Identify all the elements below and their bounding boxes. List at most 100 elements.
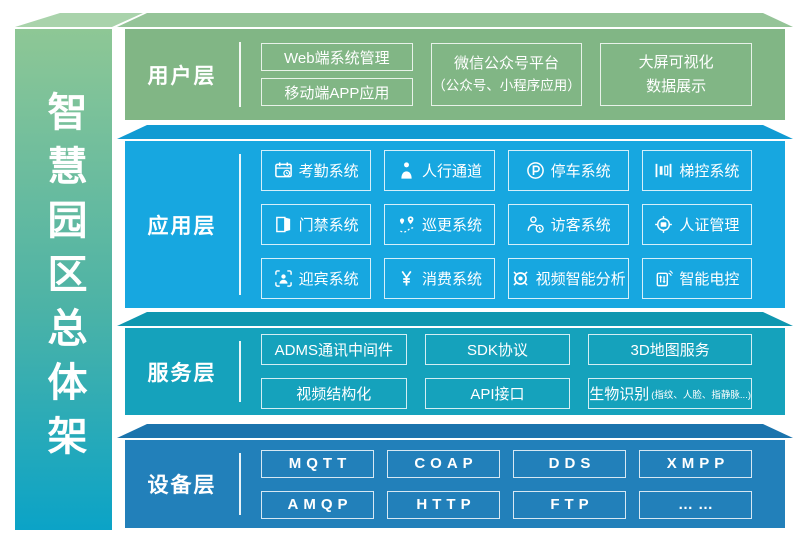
diagram-title: 智慧园区总体架 bbox=[41, 90, 86, 469]
application-system-box: 人行通道 bbox=[384, 150, 495, 191]
application-system-label: 智能电控 bbox=[679, 271, 740, 288]
service-box: API接口 bbox=[424, 378, 571, 409]
layer-divider bbox=[239, 42, 241, 107]
layer-service-face: 服务层 ADMS通讯中间件 SDK协议 3D地图服务视频结构化 API接口 生物识别(指… bbox=[125, 328, 785, 415]
application-system-box: 梯控系统 bbox=[641, 150, 752, 191]
application-system-box: 访客系统 bbox=[507, 204, 629, 245]
layer-label-device: 设备层 bbox=[147, 474, 217, 497]
service-box: 3D地图服务 bbox=[588, 334, 752, 365]
application-system-label: 停车系统 bbox=[550, 163, 611, 180]
application-system-label: 考勤系统 bbox=[298, 163, 359, 180]
layer-application-face: 应用层 考勤系统 人行通道 停车系统 梯控系统门禁系统 巡更系统 访客系统 人证管理迎宾系统… bbox=[125, 141, 785, 308]
layer-label-service: 服务层 bbox=[147, 361, 217, 385]
user-box-web-label: Web端系统管理 bbox=[284, 49, 390, 67]
protocol-box: HTTP bbox=[387, 490, 500, 519]
application-system-box: 迎宾系统 bbox=[261, 258, 372, 299]
user-box-bigscreen: 大屏可视化 数据展示 bbox=[600, 43, 752, 106]
remote-power-icon bbox=[654, 269, 674, 288]
service-box: 生物识别(指纹、人脸、指静脉...) bbox=[588, 378, 752, 409]
layer-divider bbox=[239, 341, 241, 402]
door-icon bbox=[274, 215, 293, 234]
protocol-box-label: AMQP bbox=[287, 496, 353, 513]
user-box-bigscreen-line1: 大屏可视化 bbox=[638, 54, 714, 72]
protocol-box: FTP bbox=[513, 490, 626, 519]
parking-icon bbox=[526, 161, 545, 180]
face-scan-icon bbox=[274, 269, 293, 288]
application-system-box: 消费系统 bbox=[384, 258, 495, 299]
service-box-label: ADMS通讯中间件 bbox=[274, 342, 393, 359]
application-system-label: 迎宾系统 bbox=[298, 271, 359, 288]
layer-user-face: 用户层 Web端系统管理 移动端APP应用 微信公众号平台 （公众号、小程序应用… bbox=[125, 29, 785, 120]
service-box-note: (指纹、人脸、指静脉...) bbox=[651, 389, 751, 401]
protocol-box-label: FTP bbox=[550, 496, 594, 513]
service-box-label: 生物识别 bbox=[589, 386, 650, 403]
layer-device: 设备层 MQTT COAP DDS XMPP AMQP HTTP FTP …… bbox=[117, 424, 793, 528]
user-column-web-mobile: Web端系统管理 移动端APP应用 bbox=[261, 43, 413, 106]
service-box: 视频结构化 bbox=[261, 378, 407, 409]
application-system-label: 门禁系统 bbox=[298, 217, 359, 234]
protocol-box: …… bbox=[639, 490, 752, 519]
application-system-box: 巡更系统 bbox=[384, 204, 495, 245]
service-box-label: API接口 bbox=[470, 386, 525, 403]
user-box-wechat: 微信公众号平台 （公众号、小程序应用） bbox=[430, 43, 583, 106]
protocol-box: MQTT bbox=[261, 449, 374, 478]
protocol-box: DDS bbox=[513, 449, 626, 478]
protocol-box-label: …… bbox=[678, 496, 718, 513]
application-system-box: 门禁系统 bbox=[261, 204, 372, 245]
application-system-label: 巡更系统 bbox=[421, 217, 482, 234]
application-system-label: 消费系统 bbox=[421, 271, 482, 288]
service-box-label: 3D地图服务 bbox=[630, 342, 710, 359]
layer-service: 服务层 ADMS通讯中间件 SDK协议 3D地图服务视频结构化 API接口 生物识别(指… bbox=[117, 312, 793, 415]
protocol-box-label: MQTT bbox=[288, 455, 352, 472]
device-grid: MQTT COAP DDS XMPP AMQP HTTP FTP …… bbox=[261, 449, 752, 519]
application-system-label: 梯控系统 bbox=[679, 163, 740, 180]
application-system-label: 视频智能分析 bbox=[535, 271, 626, 288]
user-box-wechat-line1: 微信公众号平台 bbox=[453, 55, 559, 73]
patrol-route-icon bbox=[397, 215, 416, 234]
layer-application: 应用层 考勤系统 人行通道 停车系统 梯控系统门禁系统 巡更系统 访客系统 人证管理迎宾系统… bbox=[117, 125, 793, 308]
application-system-box: 智能电控 bbox=[641, 258, 752, 299]
visitor-icon bbox=[526, 215, 545, 234]
layer-label-user: 用户层 bbox=[147, 64, 217, 88]
application-system-box: 停车系统 bbox=[507, 150, 629, 191]
application-system-label: 人证管理 bbox=[679, 217, 740, 234]
calendar-icon bbox=[274, 161, 293, 180]
service-box-label: SDK协议 bbox=[467, 342, 528, 359]
service-box: SDK协议 bbox=[424, 334, 571, 365]
application-system-label: 访客系统 bbox=[550, 217, 611, 234]
layer-divider bbox=[239, 453, 241, 515]
protocol-box: XMPP bbox=[639, 449, 752, 478]
user-box-wechat-line2: （公众号、小程序应用） bbox=[432, 77, 581, 93]
service-box-label: 视频结构化 bbox=[296, 386, 372, 403]
id-target-icon bbox=[654, 215, 673, 234]
user-layer-content: Web端系统管理 移动端APP应用 微信公众号平台 （公众号、小程序应用） 大屏… bbox=[261, 43, 752, 106]
application-system-box: 视频智能分析 bbox=[507, 258, 629, 299]
layer-service-top-face bbox=[117, 312, 793, 326]
layer-application-top-face bbox=[117, 125, 793, 139]
user-box-mobile-label: 移动端APP应用 bbox=[284, 84, 390, 102]
service-box: ADMS通讯中间件 bbox=[261, 334, 407, 365]
user-box-web: Web端系统管理 bbox=[261, 43, 413, 71]
user-box-bigscreen-line2: 数据展示 bbox=[646, 77, 707, 95]
layer-user-top-face bbox=[117, 13, 793, 27]
protocol-box-label: HTTP bbox=[416, 496, 476, 513]
application-system-label: 人行通道 bbox=[421, 163, 482, 180]
layer-device-top-face bbox=[117, 424, 793, 438]
layer-label-application: 应用层 bbox=[147, 214, 217, 238]
layer-device-face: 设备层 MQTT COAP DDS XMPP AMQP HTTP FTP …… bbox=[125, 440, 785, 528]
application-system-box: 考勤系统 bbox=[261, 150, 372, 191]
protocol-box: AMQP bbox=[261, 490, 374, 519]
yen-icon bbox=[397, 269, 416, 288]
user-box-mobile: 移动端APP应用 bbox=[261, 78, 413, 106]
layer-divider bbox=[239, 154, 241, 295]
layer-user: 用户层 Web端系统管理 移动端APP应用 微信公众号平台 （公众号、小程序应用… bbox=[117, 13, 793, 120]
vertical-banner: 智慧园区总体架 bbox=[15, 29, 112, 530]
elevator-icon bbox=[654, 161, 673, 180]
protocol-box-label: COAP bbox=[414, 455, 478, 472]
protocol-box-label: DDS bbox=[548, 455, 596, 472]
service-grid: ADMS通讯中间件 SDK协议 3D地图服务视频结构化 API接口 生物识别(指纹、人脸… bbox=[261, 334, 752, 409]
application-system-box: 人证管理 bbox=[641, 204, 752, 245]
protocol-box: COAP bbox=[387, 449, 500, 478]
application-grid: 考勤系统 人行通道 停车系统 梯控系统门禁系统 巡更系统 访客系统 人证管理迎宾系统 消费系统… bbox=[261, 150, 752, 299]
